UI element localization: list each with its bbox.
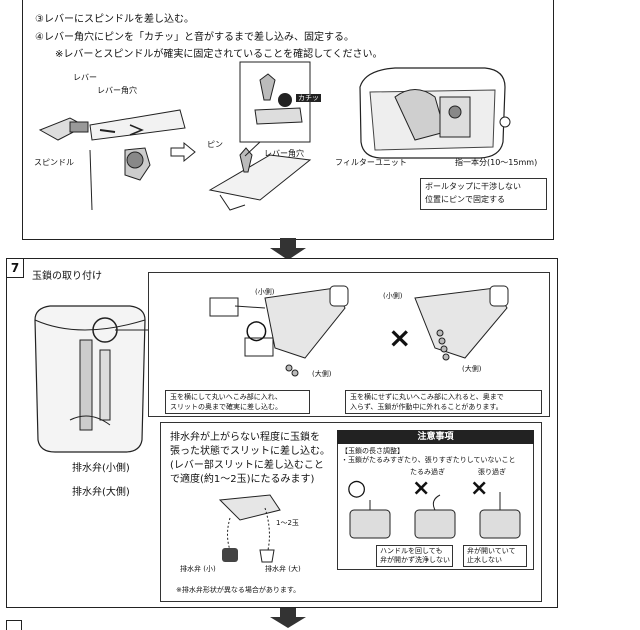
- footnote: ※排水弁形状が異なる場合があります。: [176, 586, 301, 594]
- section7-number: 7: [6, 258, 24, 278]
- label-lever-hole: レバー角穴: [97, 86, 137, 95]
- ng-mark: ×: [388, 321, 412, 354]
- ok-mark: ○: [245, 315, 268, 345]
- label-lever-hole-2: レバー角穴: [264, 149, 304, 158]
- next-step-arrow-icon: [170, 141, 196, 163]
- instruction-line3: (レバー部スリットに差し込むこと: [170, 460, 324, 471]
- ball-tap-note-box: ボールタップに干渉しない 位置にピンで固定する: [420, 178, 547, 210]
- label-drain-large: 排水弁(大側): [72, 487, 130, 498]
- step4-note: ※レバーとスピンドルが確実に固定されていることを確認してください。: [55, 49, 383, 60]
- slack-note-line2: 弁が開かず洗浄しない: [380, 556, 450, 564]
- down-arrow-icon-2: [270, 608, 306, 628]
- tank-top-illustration: [359, 67, 511, 159]
- instruction-line1: 排水弁が上がらない程度に玉鎖を: [170, 432, 320, 443]
- tight-note-box: 弁が開いていて 止水しない: [463, 545, 527, 567]
- label-filter-unit: フィルターユニット: [335, 158, 407, 167]
- label-drain-small: 排水弁(小側): [72, 463, 130, 474]
- ok-chain-illustration: [209, 285, 349, 377]
- instruction-line4: で適度(約1～2玉)にたるみます): [170, 474, 315, 485]
- ng-small-side: (小側): [383, 292, 403, 300]
- caution-ng-slack-mark: ×: [412, 476, 431, 501]
- ball-tap-note-line1: ボールタップに干渉しない: [425, 182, 521, 191]
- tight-note-line1: 弁が開いていて: [467, 547, 516, 555]
- ok-small-side: (小側): [255, 288, 275, 296]
- label-lever: レバー: [73, 73, 97, 82]
- caution-ok-mark: ○: [347, 476, 367, 501]
- down-arrow-icon: [270, 238, 306, 260]
- too-slack-label: たるみ過ぎ: [410, 468, 445, 476]
- ok-caption-line2: スリットの奥まで確実に差し込む。: [170, 403, 282, 411]
- label-pin: ピン: [207, 140, 223, 149]
- step3-text: ③レバーにスピンドルを差し込む。: [35, 14, 194, 25]
- caution-title: 注意事項: [337, 430, 534, 444]
- tight-note-line2: 止水しない: [467, 556, 502, 564]
- pin-insert-illustration: [208, 61, 312, 211]
- ok-large-side: (大側): [312, 370, 332, 378]
- ng-caption-box: 玉を横にせずに丸いへこみ部に入れると、奥まで 入らず、玉鎖が作動中に外れることが…: [345, 390, 542, 414]
- ng-caption-line2: 入らず、玉鎖が作動中に外れることがあります。: [350, 403, 503, 411]
- step4-text: ④レバー角穴にピンを「カチッ」と音がするまで差し込み、固定する。: [35, 32, 354, 43]
- label-spindle: スピンドル: [34, 158, 74, 167]
- too-tight-label: 張り過ぎ: [478, 468, 506, 476]
- tank-cutaway-illustration: [34, 305, 148, 453]
- caution-ng-tight-mark: ×: [470, 476, 489, 501]
- ng-large-side: (大側): [462, 365, 482, 373]
- ok-caption-line1: 玉を横にして丸いへこみ部に入れ、: [170, 393, 282, 401]
- next-section-marker: [6, 620, 22, 630]
- ball-tap-note-line2: 位置にピンで固定する: [425, 195, 505, 204]
- label-click: カチッ: [296, 94, 321, 103]
- ng-chain-illustration: [414, 285, 509, 361]
- caution-subtitle: 【玉鎖の長さ調整】: [341, 447, 404, 455]
- instruction-line2: 張った状態でスリットに差し込む。: [170, 446, 330, 457]
- ok-caption-box: 玉を横にして丸いへこみ部に入れ、 スリットの奥まで確実に差し込む。: [165, 390, 310, 414]
- lever-spindle-illustration: [38, 109, 186, 211]
- label-finger-width: 指一本分(10～15mm): [455, 158, 538, 167]
- valve-large-label: 排水弁 (大): [265, 565, 301, 573]
- one-two-balls-label: 1～2玉: [276, 519, 299, 527]
- slack-note-line1: ハンドルを回しても: [380, 547, 443, 555]
- valve-small-label: 排水弁 (小): [180, 565, 216, 573]
- slack-note-box: ハンドルを回しても 弁が開かず洗浄しない: [376, 545, 453, 567]
- chain-slack-illustration: [218, 494, 281, 563]
- section7-title: 玉鎖の取り付け: [32, 271, 102, 282]
- caution-valves-illustration: [349, 492, 521, 539]
- caution-desc: ・玉鎖がたるみすぎたり、張りすぎたりしていないこと: [341, 456, 516, 464]
- ng-caption-line1: 玉を横にせずに丸いへこみ部に入れると、奥まで: [350, 393, 504, 401]
